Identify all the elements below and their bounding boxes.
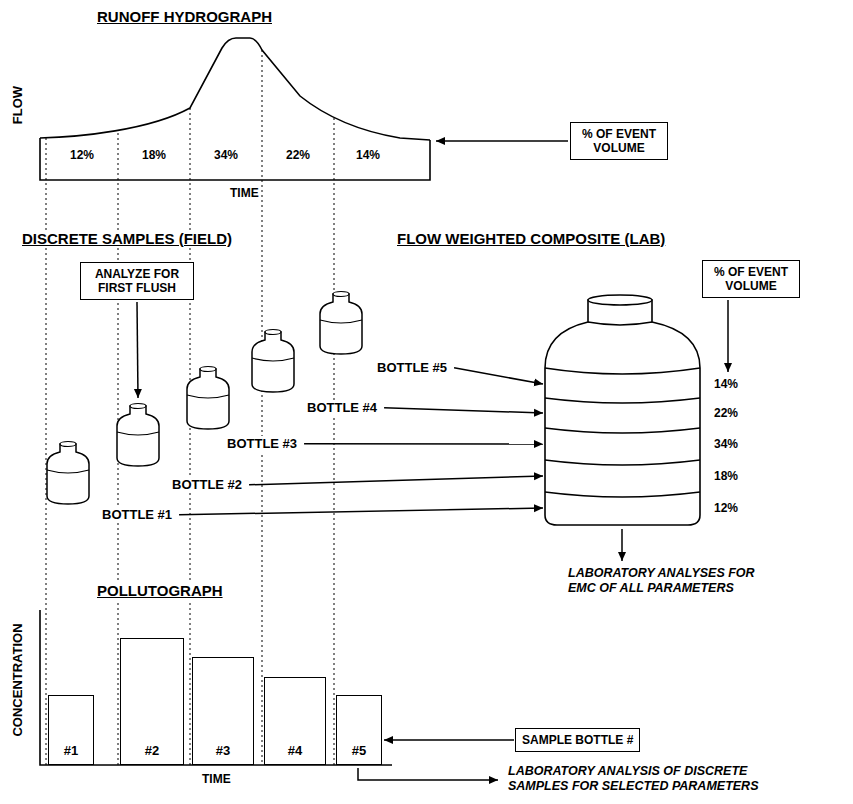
- box-text: % OF EVENT VOLUME: [577, 127, 661, 155]
- leader-arrow: [304, 443, 543, 445]
- volume-percent: 34%: [212, 148, 240, 162]
- axis-label: FLOW: [10, 84, 26, 126]
- composite-band: [588, 322, 652, 325]
- connector-arrow: [384, 739, 514, 741]
- bar-number: #5: [352, 744, 366, 758]
- callout-box: % OF EVENT VOLUME: [702, 260, 800, 298]
- composite-bottle: [545, 300, 700, 525]
- bottle-label: BOTTLE #3: [225, 436, 299, 452]
- time-divider: [190, 108, 191, 765]
- bar-number: #4: [288, 744, 302, 758]
- note-text: LABORATORY ANALYSIS OF DISCRETE SAMPLES …: [506, 764, 800, 794]
- hydrograph-axis: [40, 138, 430, 180]
- composite-band: [545, 428, 700, 433]
- hydrograph-curve: [40, 38, 430, 140]
- sample-bottle: [320, 292, 362, 355]
- section-heading: DISCRETE SAMPLES (FIELD): [20, 230, 234, 248]
- composite-band: [545, 492, 700, 497]
- axis-label: TIME: [228, 186, 261, 200]
- bar-number: #3: [216, 744, 230, 758]
- sample-bottle: [187, 367, 229, 430]
- band-percent: 22%: [712, 406, 740, 420]
- leader-arrow: [454, 368, 543, 384]
- sample-bottle: [252, 330, 294, 393]
- concentration-bar: #3: [192, 657, 254, 765]
- concentration-bar: #1: [48, 695, 94, 765]
- bottle-label: BOTTLE #5: [375, 360, 449, 376]
- concentration-bar: #5: [336, 695, 382, 765]
- sample-bottle: [117, 404, 159, 467]
- bottle-label: BOTTLE #2: [170, 477, 244, 493]
- composite-band: [545, 368, 700, 374]
- band-percent: 14%: [712, 377, 740, 391]
- box-text: % OF EVENT VOLUME: [709, 265, 793, 293]
- leader-arrow: [384, 408, 543, 413]
- volume-percent: 12%: [68, 148, 96, 162]
- time-divider: [46, 50, 334, 765]
- bracket-arrow: [358, 768, 498, 780]
- box-text: ANALYZE FOR FIRST FLUSH: [87, 267, 187, 295]
- callout-box: ANALYZE FOR FIRST FLUSH: [80, 262, 194, 300]
- callout-box: SAMPLE BOTTLE #: [515, 728, 640, 752]
- band-percent: 34%: [712, 437, 740, 451]
- bottle-label: BOTTLE #4: [305, 400, 379, 416]
- leader-arrow: [179, 508, 543, 515]
- band-percent: 18%: [712, 469, 740, 483]
- down-arrow: [621, 529, 623, 561]
- box-text: SAMPLE BOTTLE #: [522, 733, 633, 747]
- axis-label: CONCENTRATION: [10, 621, 26, 738]
- bar-number: #1: [64, 744, 78, 758]
- leader-arrow: [436, 140, 568, 142]
- sample-bottle: [47, 442, 89, 505]
- bottle-label: BOTTLE #1: [100, 507, 174, 523]
- leader-arrow: [727, 300, 729, 372]
- band-percent: 12%: [712, 501, 740, 515]
- bottle-lip: [588, 295, 652, 305]
- time-divider: [334, 118, 335, 765]
- section-heading: RUNOFF HYDROGRAPH: [95, 8, 274, 26]
- axis-label: TIME: [200, 772, 233, 786]
- concentration-bar: #2: [120, 638, 184, 765]
- callout-box: % OF EVENT VOLUME: [570, 122, 668, 160]
- section-heading: FLOW WEIGHTED COMPOSITE (LAB): [395, 230, 667, 248]
- composite-band: [545, 322, 700, 497]
- concentration-bar: #4: [264, 677, 326, 765]
- volume-percent: 14%: [354, 148, 382, 162]
- section-heading: POLLUTOGRAPH: [95, 582, 225, 600]
- pollutograph-axis: [40, 610, 392, 765]
- composite-band: [545, 460, 700, 465]
- volume-percent: 22%: [284, 148, 312, 162]
- leader-arrow: [137, 302, 138, 398]
- note-text: LABORATORY ANALYSES FOR EMC OF ALL PARAM…: [566, 566, 785, 596]
- composite-band: [545, 398, 700, 403]
- volume-percent: 18%: [140, 148, 168, 162]
- time-divider: [262, 50, 263, 765]
- bar-number: #2: [145, 744, 159, 758]
- leader-arrow: [249, 476, 543, 485]
